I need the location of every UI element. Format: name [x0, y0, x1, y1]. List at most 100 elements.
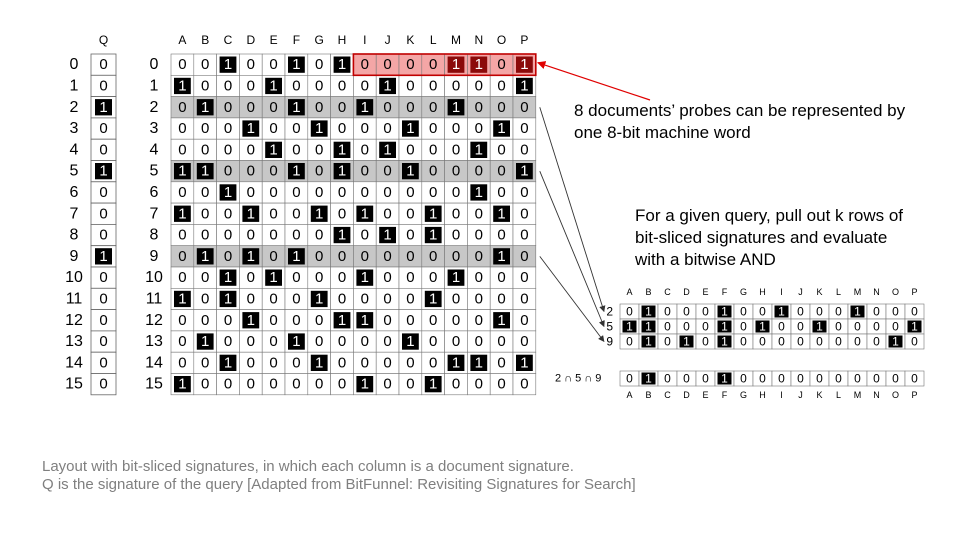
- matrix-bit: 1: [292, 56, 300, 73]
- matrix-bit: 1: [338, 227, 346, 244]
- query-bit: 1: [99, 248, 107, 265]
- matrix-bit-fill: [356, 376, 374, 393]
- extracted-bit: 1: [721, 335, 728, 349]
- matrix-bit-fill: [196, 99, 214, 116]
- matrix-bit: 1: [361, 99, 369, 116]
- matrix-bit: 0: [520, 248, 528, 265]
- matrix-bit: 0: [383, 312, 391, 329]
- matrix-bit: 0: [452, 227, 460, 244]
- matrix-bit-fill: [242, 312, 260, 329]
- matrix-bit: 0: [452, 163, 460, 180]
- matrix-row-label: 15: [145, 376, 163, 393]
- matrix-bit: 0: [452, 205, 460, 222]
- extracted-bit-fill: [812, 320, 827, 333]
- matrix-bit-fill: [470, 184, 488, 201]
- and-result-column-label: P: [911, 390, 917, 400]
- matrix-bit: 1: [292, 163, 300, 180]
- matrix-bit: 0: [497, 227, 505, 244]
- matrix-bit: 0: [520, 290, 528, 307]
- matrix-bit: 0: [315, 248, 323, 265]
- extracted-bit: 0: [664, 335, 671, 349]
- matrix-bit-fill: [333, 163, 351, 180]
- matrix-bit: 1: [269, 269, 277, 286]
- matrix-bit: 0: [178, 269, 186, 286]
- matrix-bit: 0: [224, 77, 232, 94]
- extracted-bit: 0: [740, 335, 747, 349]
- matrix-bit: 0: [361, 333, 369, 350]
- matrix-bit: 0: [475, 227, 483, 244]
- matrix-bit-fill: [333, 56, 351, 73]
- matrix-bit: 0: [429, 56, 437, 73]
- matrix-bit: 0: [201, 269, 209, 286]
- matrix-bit: 0: [338, 184, 346, 201]
- extracted-bit: 0: [626, 305, 633, 319]
- and-result-column-label: A: [626, 390, 632, 400]
- matrix-bit-fill: [196, 163, 214, 180]
- and-result-bit: 0: [835, 372, 842, 386]
- matrix-bit-fill: [402, 163, 419, 180]
- matrix-bit: 0: [429, 163, 437, 180]
- matrix-bit: 0: [406, 290, 414, 307]
- matrix-bit-fill: [493, 120, 510, 137]
- matrix-bit: 0: [247, 56, 255, 73]
- matrix-bit-fill: [447, 99, 465, 116]
- extracted-bit: 0: [873, 335, 880, 349]
- matrix-bit: 1: [406, 163, 414, 180]
- matrix-bit: 0: [520, 99, 528, 116]
- extracted-bit: 1: [721, 305, 728, 319]
- matrix-bit: 1: [224, 290, 232, 307]
- matrix-bit: 0: [247, 269, 255, 286]
- matrix-bit: 0: [406, 248, 414, 265]
- matrix-bit-fill: [516, 354, 533, 371]
- matrix-bit: 1: [429, 205, 437, 222]
- matrix-bit: 0: [315, 141, 323, 158]
- query-row-label: 8: [70, 227, 79, 244]
- and-result-bit: 0: [816, 372, 823, 386]
- query-bit: 0: [99, 269, 107, 286]
- matrix-bit: 0: [178, 141, 186, 158]
- matrix-bit: 0: [361, 56, 369, 73]
- matrix-bit: 1: [269, 77, 277, 94]
- extracted-bit-fill: [850, 305, 865, 318]
- extracted-bit: 1: [645, 305, 652, 319]
- and-result-bit: 0: [626, 372, 633, 386]
- machine-word-arrow: [537, 61, 651, 101]
- extracted-cell: [904, 333, 925, 350]
- matrix-bit: 0: [178, 184, 186, 201]
- matrix-bit: 0: [452, 77, 460, 94]
- matrix-bit: 0: [452, 376, 460, 393]
- matrix-bit-fill: [424, 205, 442, 222]
- matrix-bit: 0: [338, 99, 346, 116]
- extracted-bit: 0: [778, 320, 785, 334]
- matrix-bit-fill: [356, 312, 374, 329]
- and-result-column-label: K: [816, 390, 822, 400]
- matrix-bit: 0: [224, 163, 232, 180]
- query-rows-note: For a given query, pull out k rows of bi…: [635, 206, 904, 269]
- matrix-bit: 1: [361, 269, 369, 286]
- extracted-bit: 1: [721, 320, 728, 334]
- matrix-bit: 1: [178, 376, 186, 393]
- matrix-bit-fill: [493, 205, 510, 222]
- matrix-bit: 1: [475, 184, 483, 201]
- matrix-bit: 0: [201, 290, 209, 307]
- matrix-bit-fill: [310, 290, 328, 308]
- matrix-bit: 0: [361, 141, 369, 158]
- matrix-row-label: 2: [150, 99, 159, 116]
- matrix-bit: 0: [429, 269, 437, 286]
- matrix-bit: 0: [247, 184, 255, 201]
- matrix-bit: 0: [497, 290, 505, 307]
- matrix-bit: 0: [383, 333, 391, 350]
- matrix-bit-fill: [265, 77, 282, 95]
- extracted-bit-fill: [717, 305, 732, 318]
- matrix-bit: 0: [497, 269, 505, 286]
- matrix-bit: 0: [269, 376, 277, 393]
- extracted-bit: 0: [854, 320, 861, 334]
- matrix-bit: 0: [383, 120, 391, 137]
- matrix-bit: 0: [383, 163, 391, 180]
- extracted-bit: 0: [797, 305, 804, 319]
- extracted-column-label: A: [626, 287, 632, 297]
- matrix-row-label: 14: [145, 354, 163, 371]
- matrix-bit: 0: [269, 290, 277, 307]
- query-cell: [90, 373, 117, 396]
